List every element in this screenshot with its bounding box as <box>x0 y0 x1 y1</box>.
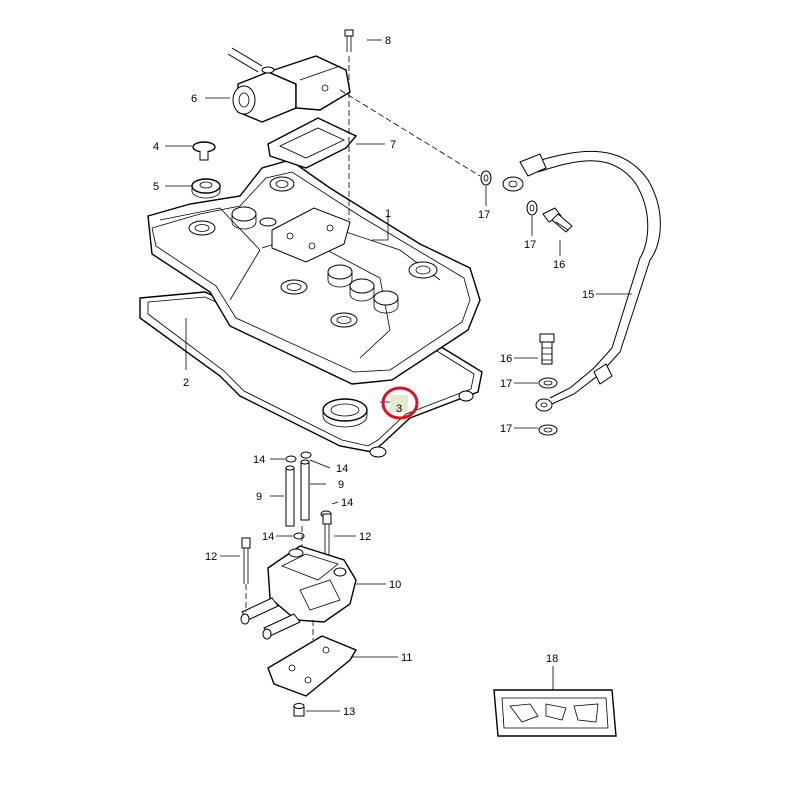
callout-1: 1 <box>385 208 391 220</box>
pair-valve-part <box>227 47 351 123</box>
callout-3: 3 <box>396 403 402 415</box>
pipe-9-parts <box>285 459 310 527</box>
callout-17a: 17 <box>478 209 490 221</box>
cylinder-head-cover-part <box>147 159 481 385</box>
callout-8: 8 <box>385 35 391 47</box>
bolt-4-part <box>192 141 216 161</box>
callout-7: 7 <box>390 139 396 151</box>
callout-14b: 14 <box>336 463 348 475</box>
bolt-12b-part <box>322 513 332 556</box>
sealant-tube-part <box>493 689 617 737</box>
callout-16b: 16 <box>500 353 512 365</box>
callout-14c: 14 <box>341 497 353 509</box>
grommet-5-part <box>191 178 221 199</box>
bolt-12a-part <box>241 537 251 584</box>
callout-16a: 16 <box>553 259 565 271</box>
washer-17a-part <box>480 170 492 186</box>
union-bolt-16b-part <box>539 333 555 365</box>
union-bolt-16a-part <box>542 207 573 233</box>
callout-17b: 17 <box>524 239 536 251</box>
callout-17c: 17 <box>500 378 512 390</box>
callout-5: 5 <box>153 181 159 193</box>
callout-4: 4 <box>153 141 159 153</box>
callout-12b: 12 <box>359 531 371 543</box>
washer-17d-part <box>538 424 558 436</box>
bolt-8-part <box>344 29 354 52</box>
callout-10: 10 <box>389 579 401 591</box>
callout-9a: 9 <box>256 491 262 503</box>
callout-15: 15 <box>582 289 594 301</box>
oil-seal-part <box>322 398 368 428</box>
callout-13: 13 <box>343 706 355 718</box>
reed-gasket-part <box>267 635 358 697</box>
callout-6: 6 <box>191 93 197 105</box>
callout-14d: 14 <box>262 531 274 543</box>
washer-17c-part <box>538 377 558 389</box>
callout-12a: 12 <box>205 551 217 563</box>
cap-13-part <box>293 703 305 717</box>
callout-11: 11 <box>401 652 412 664</box>
callout-labels: 8 6 4 5 7 1 2 3 17 17 16 15 16 17 17 14 … <box>153 35 594 718</box>
highlight-marker <box>381 386 419 420</box>
gasket-7-part <box>267 117 358 169</box>
callout-18: 18 <box>546 653 558 665</box>
washer-17b-part <box>526 200 538 216</box>
callout-9b: 9 <box>338 479 344 491</box>
oil-hose-part <box>502 151 661 412</box>
callout-14a: 14 <box>253 454 265 466</box>
callout-2: 2 <box>183 377 189 389</box>
callout-17d: 17 <box>500 423 512 435</box>
reed-valve-body-part <box>240 545 357 640</box>
